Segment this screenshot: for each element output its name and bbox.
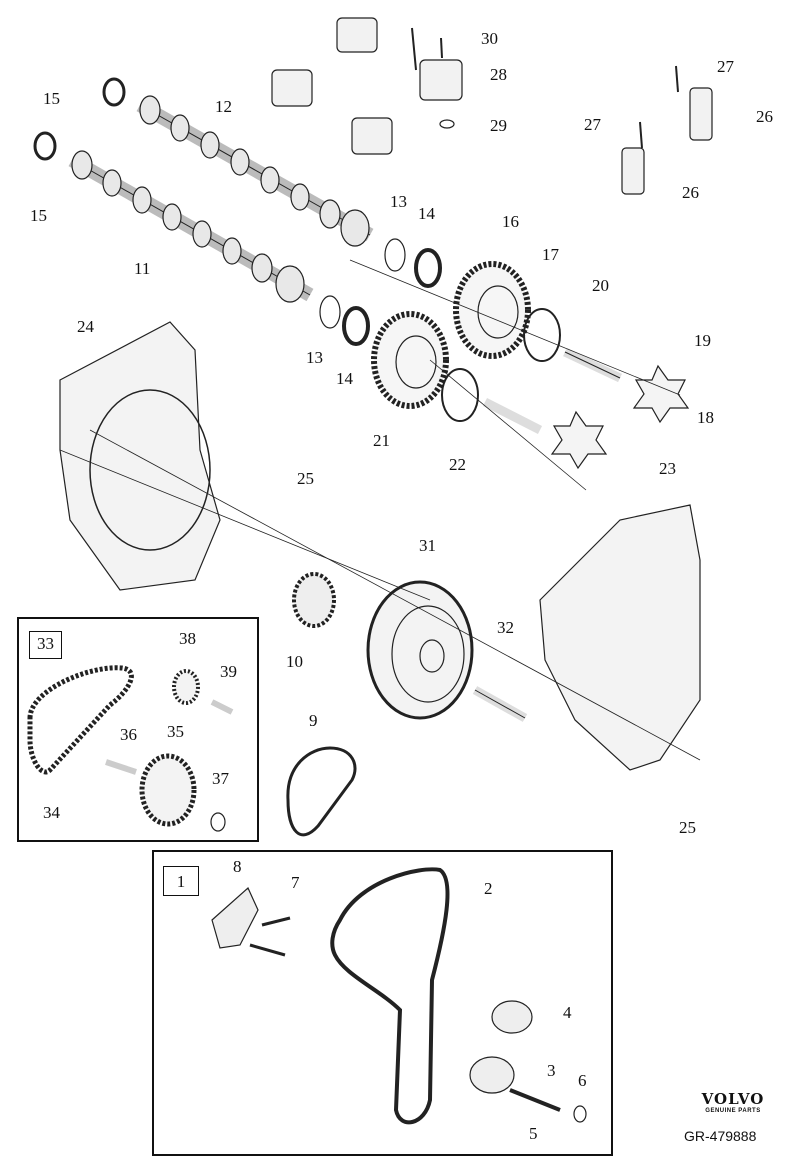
callout-13-lower[interactable]: 13 <box>306 348 323 367</box>
callout-26-upper[interactable]: 26 <box>756 107 773 126</box>
callout-28[interactable]: 28 <box>490 65 507 84</box>
star-washer-18 <box>632 364 690 424</box>
callout-12[interactable]: 12 <box>215 97 232 116</box>
belt-9 <box>286 746 357 837</box>
callout-2[interactable]: 2 <box>484 879 493 898</box>
callout-15-lower[interactable]: 15 <box>30 206 47 225</box>
callout-39[interactable]: 39 <box>220 662 237 681</box>
callout-3[interactable]: 3 <box>547 1061 556 1080</box>
callout-23[interactable]: 23 <box>659 459 676 478</box>
timing-belt-2 <box>330 867 450 1125</box>
oring-17 <box>523 308 561 362</box>
callout-36[interactable]: 36 <box>120 725 137 744</box>
callout-18[interactable]: 18 <box>697 408 714 427</box>
kit-box-33 <box>17 617 259 842</box>
chain-34 <box>27 665 134 775</box>
callout-9[interactable]: 9 <box>309 711 318 730</box>
callout-32[interactable]: 32 <box>497 618 514 637</box>
callout-17[interactable]: 17 <box>542 245 559 264</box>
kit-number-33: 33 <box>29 631 62 659</box>
solenoid-sensors <box>271 17 713 195</box>
crank-damper-31 <box>366 580 474 720</box>
callout-35[interactable]: 35 <box>167 722 184 741</box>
callout-4[interactable]: 4 <box>563 1003 572 1022</box>
callout-29[interactable]: 29 <box>490 116 507 135</box>
circlip-13-upper <box>384 238 406 272</box>
brand-tagline: GENUINE PARTS <box>705 1108 761 1114</box>
tensioner-3 <box>469 1056 515 1094</box>
callout-37[interactable]: 37 <box>212 769 229 788</box>
brand-logo: VOLVO <box>701 1090 765 1108</box>
kit-box-1 <box>152 850 613 1156</box>
circlip-13-lower <box>319 295 341 329</box>
rear-timing-cover-24 <box>59 321 221 591</box>
callout-24[interactable]: 24 <box>77 317 94 336</box>
callout-8[interactable]: 8 <box>233 857 242 876</box>
cam-pulley-16 <box>453 261 531 359</box>
seal-14-lower <box>342 306 370 346</box>
callout-27-lower[interactable]: 27 <box>584 115 601 134</box>
star-washer-21 <box>550 410 608 470</box>
washer-6 <box>573 1105 587 1123</box>
washer-37 <box>210 812 226 832</box>
callout-25-left[interactable]: 25 <box>297 469 314 488</box>
cam-pulley-21 <box>371 311 449 409</box>
alignment-lines <box>59 259 701 761</box>
bolt-5 <box>509 1088 561 1112</box>
callout-10[interactable]: 10 <box>286 652 303 671</box>
callout-22[interactable]: 22 <box>449 455 466 474</box>
seal-15-lower <box>33 131 57 161</box>
seal-14-upper <box>414 248 442 288</box>
callout-16[interactable]: 16 <box>502 212 519 231</box>
callout-27-upper[interactable]: 27 <box>717 57 734 76</box>
callout-5[interactable]: 5 <box>529 1124 538 1143</box>
callout-34[interactable]: 34 <box>43 803 60 822</box>
callout-15-upper[interactable]: 15 <box>43 89 60 108</box>
callout-25-right[interactable]: 25 <box>679 818 696 837</box>
callout-13-upper[interactable]: 13 <box>390 192 407 211</box>
sprocket-35 <box>139 753 197 827</box>
callout-26-lower[interactable]: 26 <box>682 183 699 202</box>
crank-sprocket-10 <box>292 572 336 628</box>
callout-31[interactable]: 31 <box>419 536 436 555</box>
callout-21[interactable]: 21 <box>373 431 390 450</box>
bolt-39 <box>210 699 234 715</box>
callout-20[interactable]: 20 <box>592 276 609 295</box>
callout-38[interactable]: 38 <box>179 629 196 648</box>
bolt-36 <box>105 759 137 775</box>
callout-30[interactable]: 30 <box>481 29 498 48</box>
oring-22 <box>441 368 479 422</box>
callout-11[interactable]: 11 <box>134 259 151 278</box>
small-bolts <box>411 27 679 149</box>
bracket-8 <box>211 887 259 949</box>
callout-7[interactable]: 7 <box>291 873 300 892</box>
callout-14-upper[interactable]: 14 <box>418 204 435 223</box>
diagram-id: GR-479888 <box>684 1128 757 1144</box>
bolt-center-21 <box>482 397 543 435</box>
front-timing-cover-23 <box>539 504 701 771</box>
oring-29 <box>439 119 455 129</box>
camshaft-upper <box>136 95 374 247</box>
callout-14-lower[interactable]: 14 <box>336 369 353 388</box>
callout-19[interactable]: 19 <box>694 331 711 350</box>
sprocket-38 <box>172 669 200 705</box>
idler-4 <box>491 1000 533 1034</box>
callout-6[interactable]: 6 <box>578 1071 587 1090</box>
camshaft-lower <box>68 150 314 303</box>
seal-15-upper <box>102 77 126 107</box>
kit-number-1: 1 <box>163 866 199 896</box>
